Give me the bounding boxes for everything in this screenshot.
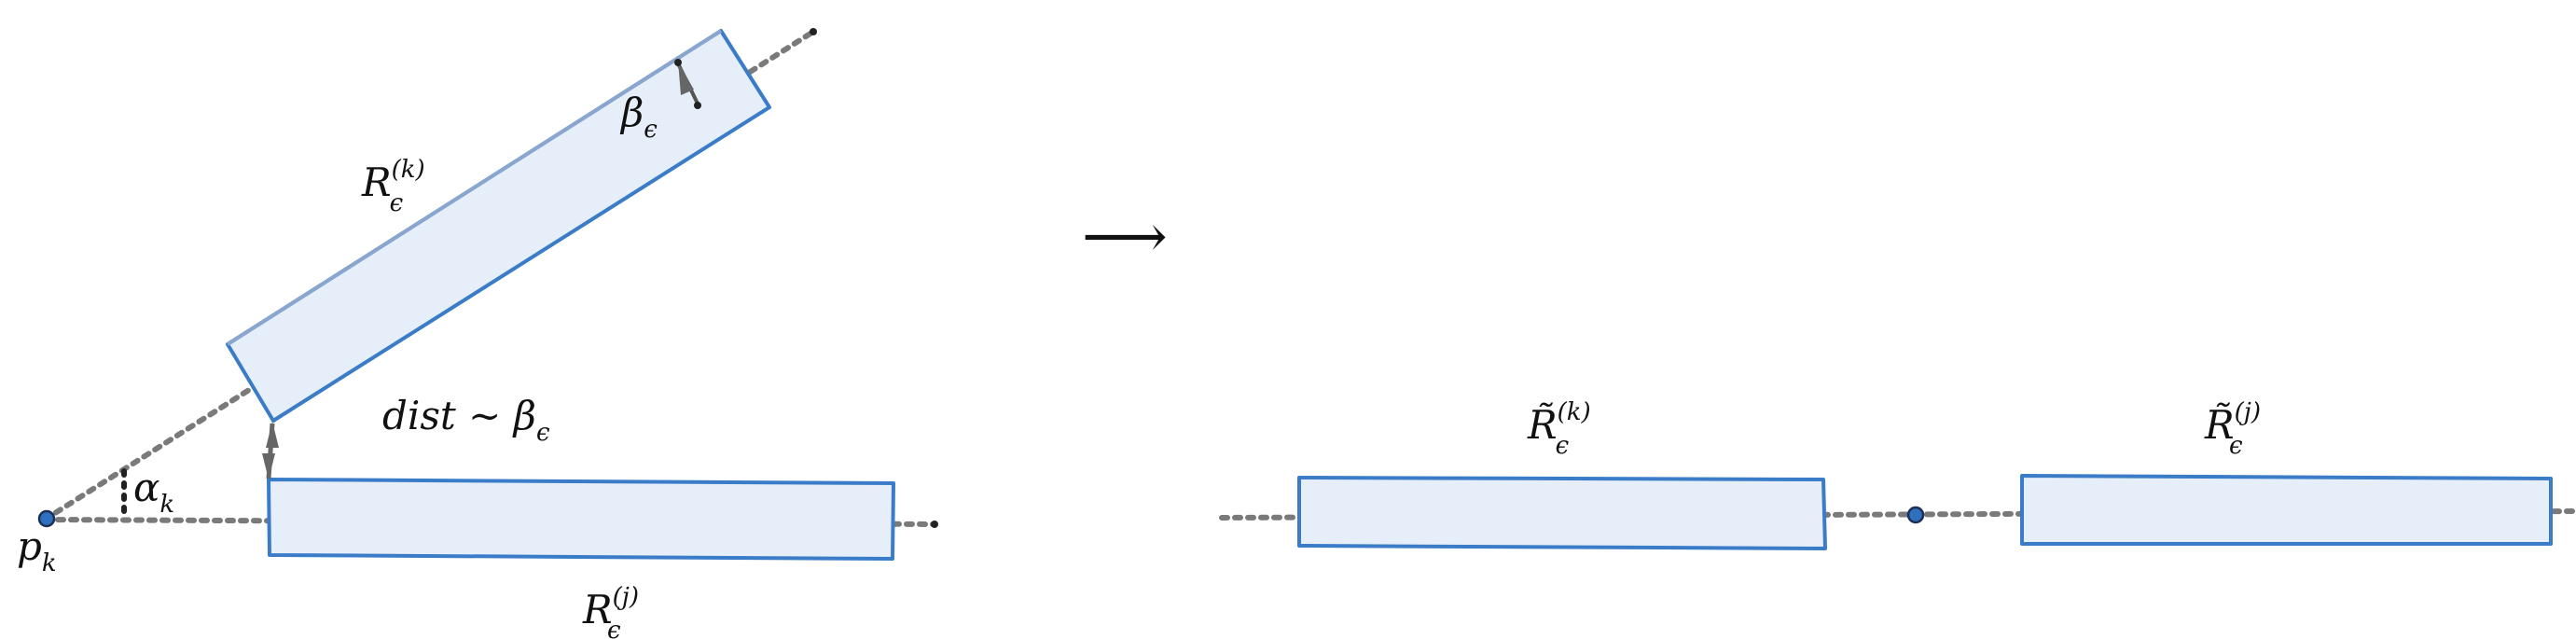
label-R-k: R(k)ϵ [361,156,425,217]
label-alpha: αk [133,465,174,519]
label-R-j: R(j)ϵ [582,583,639,639]
left-figure: R(k)ϵ βϵ dist ∼ βϵ αk pk R(j)ϵ [17,28,938,639]
horizontal-axis-end-dot [931,521,938,528]
inclined-axis-end-dot [810,28,817,35]
beta-arrow [674,59,701,109]
label-Rtilde-j: R̃(j)ϵ [2204,398,2261,460]
label-beta: βϵ [619,90,658,144]
rect-Rtilde-j [2020,474,2553,546]
point-p-k [37,509,56,528]
rect-R-j [267,478,895,561]
label-p: pk [17,523,57,577]
center-point [1906,506,1925,524]
label-Rtilde-k: R̃(k)ϵ [1527,398,1591,460]
transformation-arrow: ⟶ [1082,202,1168,271]
rect-Rtilde-k [1297,476,1827,550]
distance-arrow [262,422,279,479]
right-figure: R̃(k)ϵ R̃(j)ϵ [1219,398,2576,550]
rect-R-k-top-edge [226,29,723,346]
label-dist: dist ∼ βϵ [382,393,550,447]
